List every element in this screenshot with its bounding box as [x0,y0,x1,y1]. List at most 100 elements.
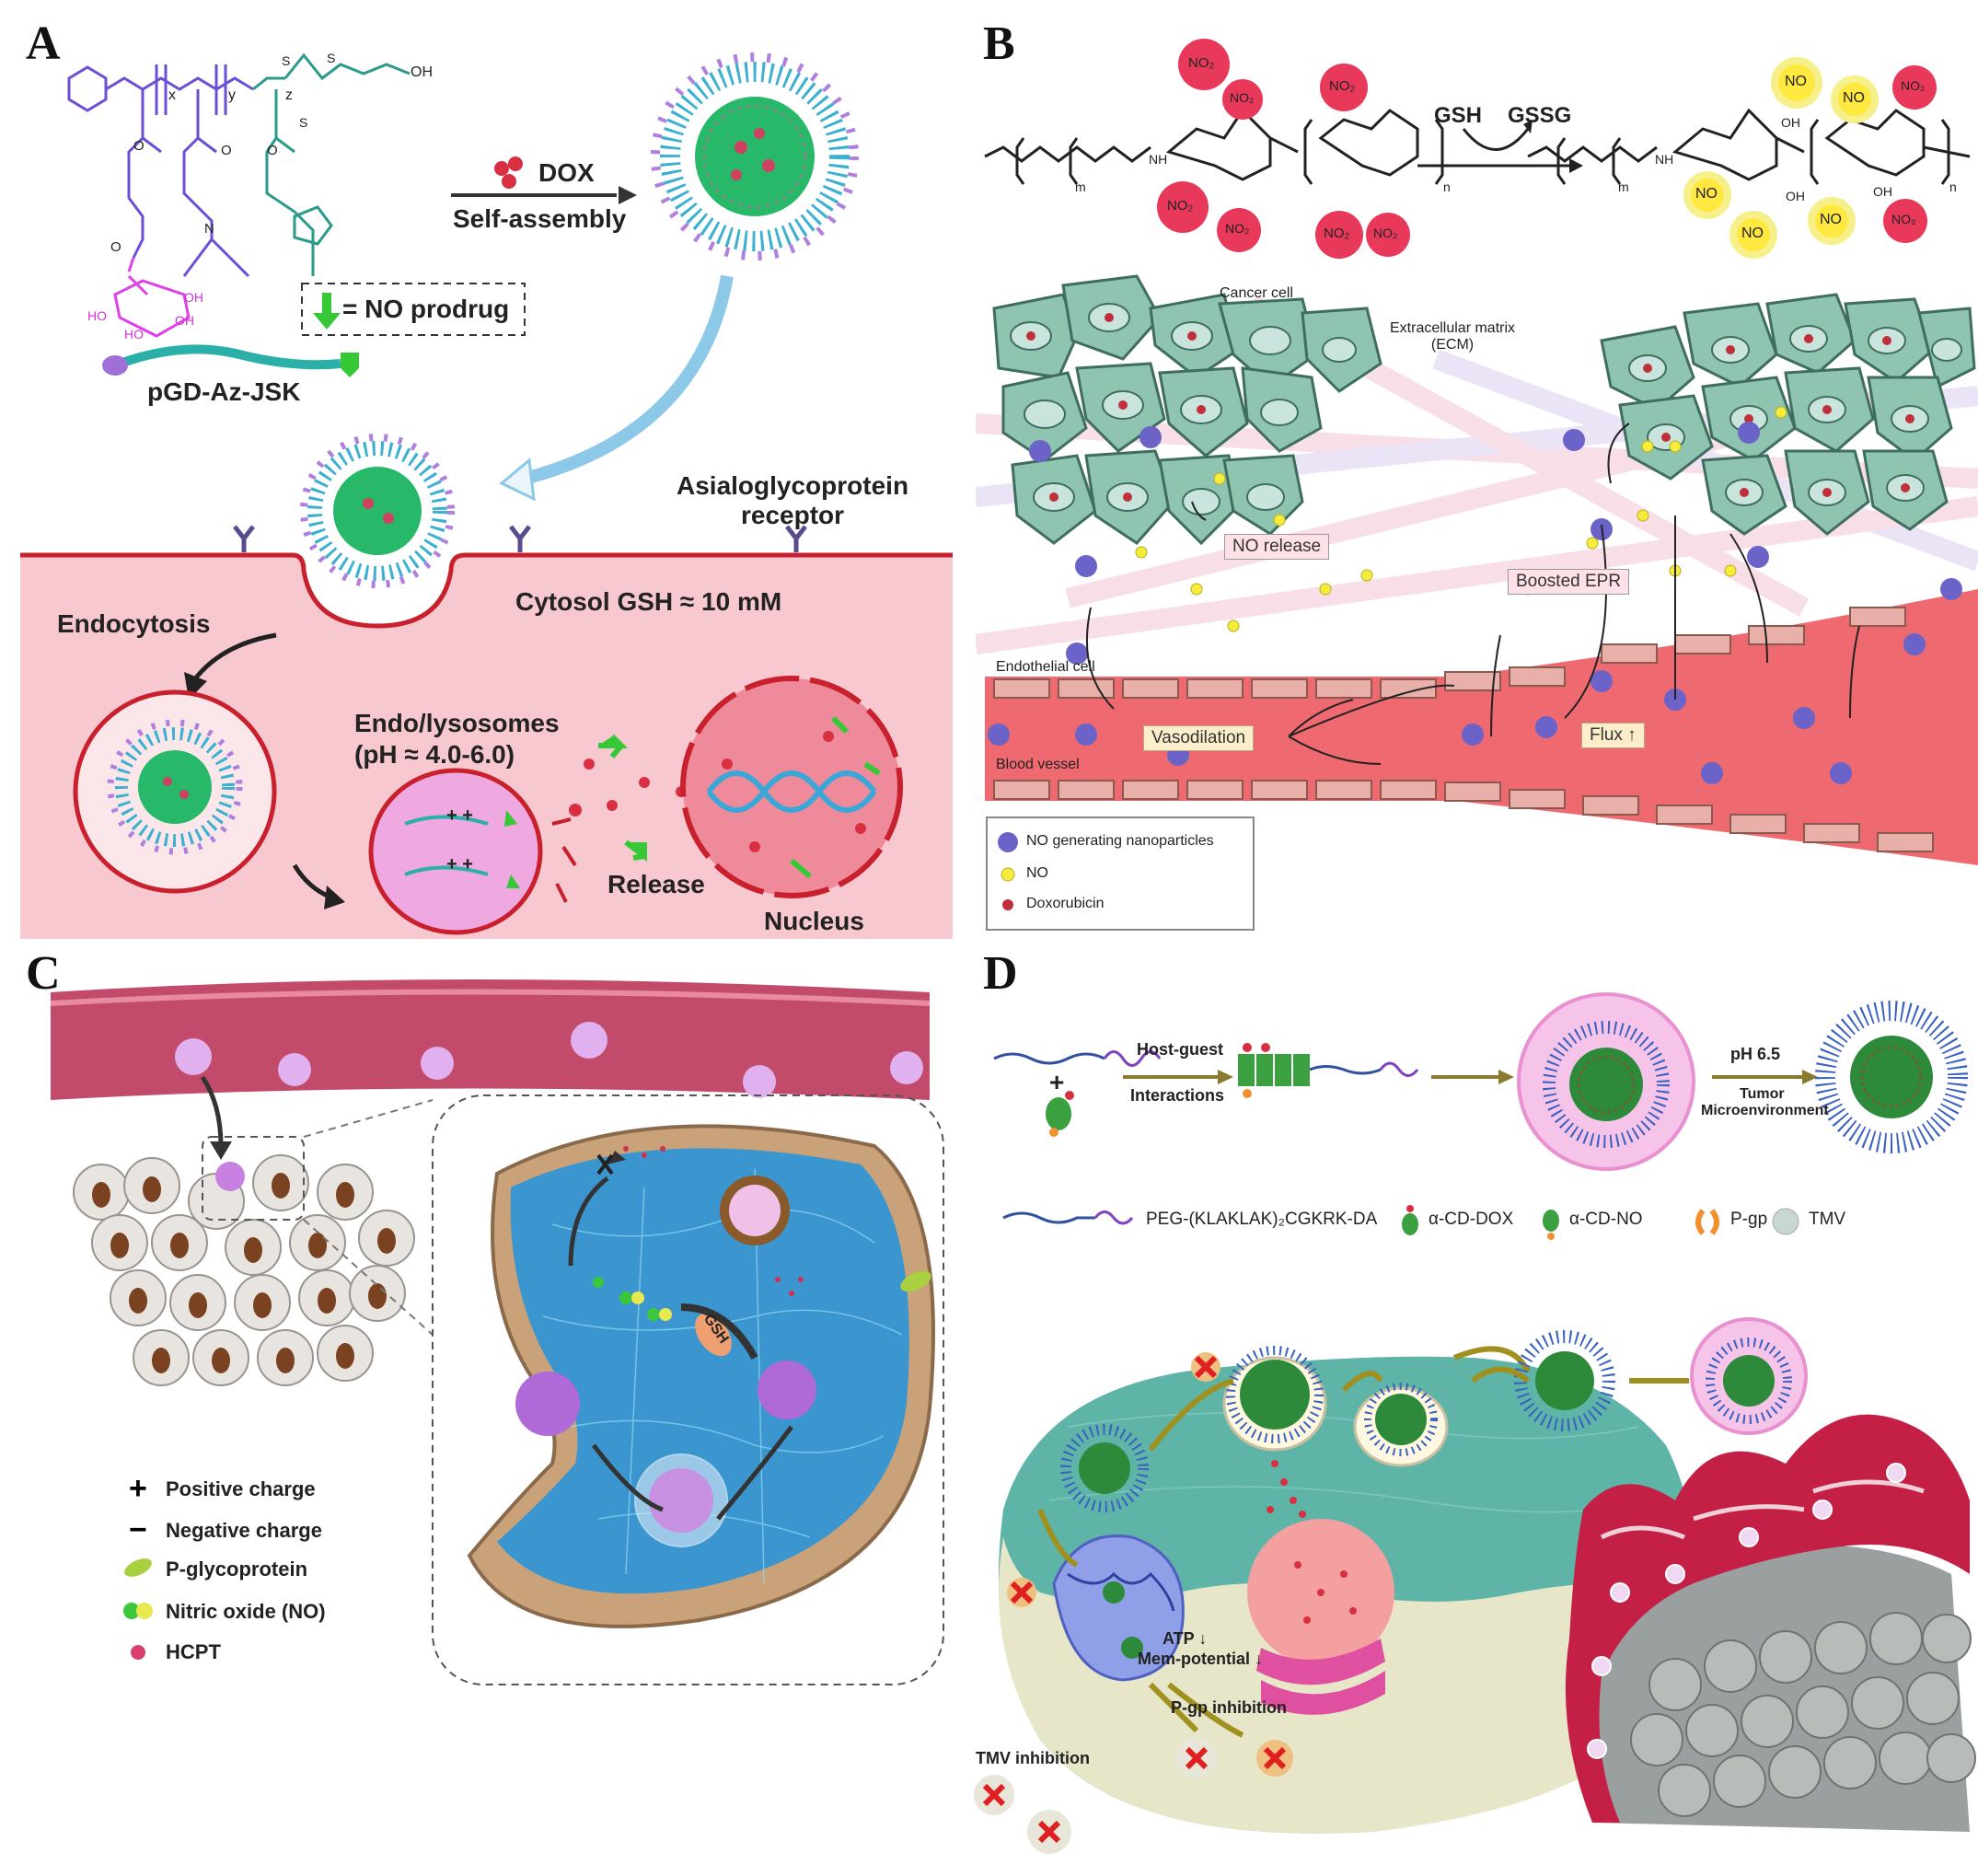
ecm-label: Extracellular matrix (ECM) [1390,320,1516,353]
micelle-membrane [300,434,455,588]
host-guest-complex [1238,1043,1310,1098]
legend-pgp-icon [1695,1209,1719,1235]
no-1: NO [1785,74,1807,89]
tmv-inhibition-label: TMV inhibition [976,1749,1090,1767]
cytosol-label: Cytosol GSH ≈ 10 mM [515,587,782,616]
chem-x: x [168,87,176,103]
receptor-icons [233,525,807,552]
no2-1: NO₂ [1188,55,1215,71]
cell-membrane [20,552,953,629]
endothelial-cells [993,607,1934,852]
no-3: NO [1695,186,1718,202]
chem-o4: O [110,239,121,255]
dna-helix [706,770,877,813]
legend-no: NO [1026,865,1048,881]
gssg-label: GSSG [1508,103,1572,128]
vessel-particles-d [1587,1463,1906,1759]
release-label: Release [607,870,705,898]
chem-m-2: m [1618,179,1629,194]
uptake-arrowhead [499,457,536,502]
vessel-c [51,979,930,1100]
micelle-d2 [1815,1001,1968,1153]
chem-ho2: HO [124,327,144,342]
mitochondrion [1052,1534,1185,1682]
micelle-cytoplasm [1060,1424,1149,1512]
no2-2: NO₂ [1230,90,1255,105]
micelle-large [651,52,859,261]
chem-y: y [228,87,236,103]
released-no-arrows [598,734,647,862]
legend-np: NO generating nanoparticles [1026,833,1214,849]
pgp-icon-c [900,1270,931,1292]
chem-o1: O [133,138,145,154]
chem-oh2: OH [184,290,203,305]
no-dots [1135,406,1787,632]
lysosome [368,768,543,935]
endocytosis-arrow [191,632,277,683]
chem-m-1: m [1075,179,1086,194]
chem-s2: S [327,51,336,65]
panel-b: B GSH GSSG NO₂ NO₂ NO₂ NO₂ NO₂ NO₂ NO₂ N… [976,0,1978,948]
legend-box [986,816,1255,931]
polymer-structure [67,64,254,278]
dox-molecules-icon [494,156,523,189]
no-release-label: NO release [1224,534,1330,560]
panel-b-label: B [983,17,1015,70]
tumor-label: Tumor [1740,1086,1785,1102]
chem-oh-1: OH [1781,115,1800,130]
tumor-cluster-left-nuclei [1010,303,1357,515]
panel-a-label: A [26,17,61,70]
legend-dox: Doxorubicin [1026,896,1105,911]
host-guest-label: Host-guest [1137,1040,1223,1059]
no2-4: NO₂ [1167,198,1194,214]
no2-9: NO₂ [1891,212,1916,226]
no2-6: NO₂ [1324,226,1350,241]
chem-nh-2: NH [1655,152,1674,167]
gsh-label: GSH [1434,103,1483,128]
chem-ho1: HO [87,308,107,323]
cell-np-c [215,1162,245,1191]
chem-nh-1: NH [1149,152,1168,167]
nucleus-label: Nucleus [764,907,864,935]
efflux-arrow-c [568,1176,609,1267]
vessel-nanoparticles [175,1022,923,1098]
cancer-cell-label: Cancer cell [1220,285,1294,301]
prodrug-key-box [301,283,526,336]
panel-d-label: D [983,947,1018,1000]
nanoparticles [988,422,1962,784]
chem-o2: O [221,143,232,158]
tissue-cells [1630,1612,1976,1817]
legend-cd-no: α-CD-NO [1569,1210,1643,1229]
legend-negative: Negative charge [166,1519,322,1542]
flux-label: Flux ↑ [1581,723,1645,748]
no-gas-icons [593,1277,672,1321]
peg-chain-top [993,1052,1105,1065]
legend-cd-no-icon [1543,1210,1559,1240]
no-2: NO [1843,90,1865,106]
chem-left [984,108,1444,185]
lysosome-charges-1: + + [446,805,473,826]
panel-b-graphics [976,39,1978,931]
legend-peg-icon [1002,1211,1095,1224]
cd-dox-icon-top [1046,1091,1074,1137]
dox-label: DOX [538,158,595,187]
chem-right [1527,108,1971,185]
nanoparticle-c [515,1175,816,1547]
legend-pgp-d: P-gp [1730,1210,1768,1229]
panel-c-label: C [26,947,61,1000]
polymer-name: pGD-Az-JSK [147,377,301,406]
legend-cd-dox: α-CD-DOX [1429,1210,1514,1229]
no-groups [1683,57,1879,259]
legend-tmv: TMV [1809,1210,1846,1229]
micelle-d3 [1514,1330,1615,1431]
legend-pgp: P-glycoprotein [166,1558,308,1581]
receptor-label: Asialoglycoprotein receptor [677,471,909,529]
endocytic-pocket-2 [1353,1383,1449,1467]
ph-label: pH 6.5 [1730,1045,1781,1063]
legend-no-c: Nitric oxide (NO) [166,1600,326,1623]
pgp-inhibition-label: P-gp inhibition [1171,1698,1287,1717]
legend-minus-symbol: − [129,1512,147,1547]
chem-s1: S [282,53,291,68]
nucleus-d [1247,1519,1394,1666]
golgi [1256,1639,1385,1715]
